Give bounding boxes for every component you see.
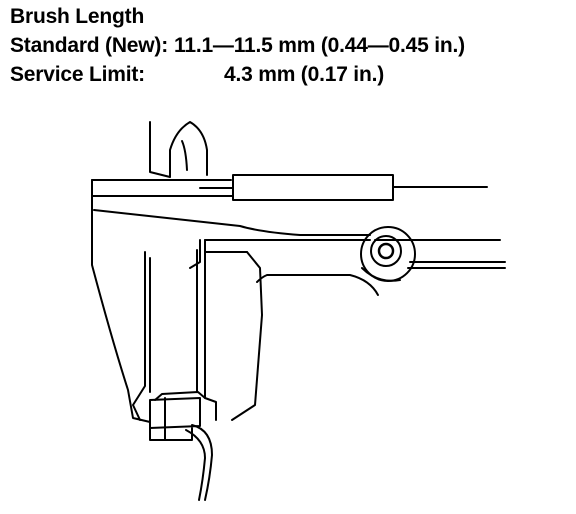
caliper-depth-sleeve bbox=[232, 174, 394, 201]
caliper-fixed-jaw bbox=[132, 251, 146, 421]
caliper-thumb-wheel bbox=[360, 226, 416, 282]
spec-title: Brush Length bbox=[10, 5, 145, 28]
brush-block bbox=[149, 391, 206, 441]
caliper-sliding-jaw bbox=[204, 239, 217, 421]
service-limit-row: Service Limit: 4.3 mm (0.17 in.) bbox=[10, 60, 465, 89]
caliper-inside-jaws bbox=[149, 121, 208, 178]
standard-value: 11.1—11.5 mm (0.44—0.45 in.) bbox=[174, 34, 465, 57]
standard-row: Standard (New):11.1—11.5 mm (0.44—0.45 i… bbox=[10, 31, 465, 60]
brush-lead-wire bbox=[191, 424, 213, 501]
standard-label: Standard (New): bbox=[10, 34, 169, 57]
service-limit-label: Service Limit: bbox=[10, 63, 145, 86]
spec-block: Brush Length Standard (New):11.1—11.5 mm… bbox=[10, 2, 465, 89]
service-limit-value: 4.3 mm (0.17 in.) bbox=[224, 63, 384, 86]
